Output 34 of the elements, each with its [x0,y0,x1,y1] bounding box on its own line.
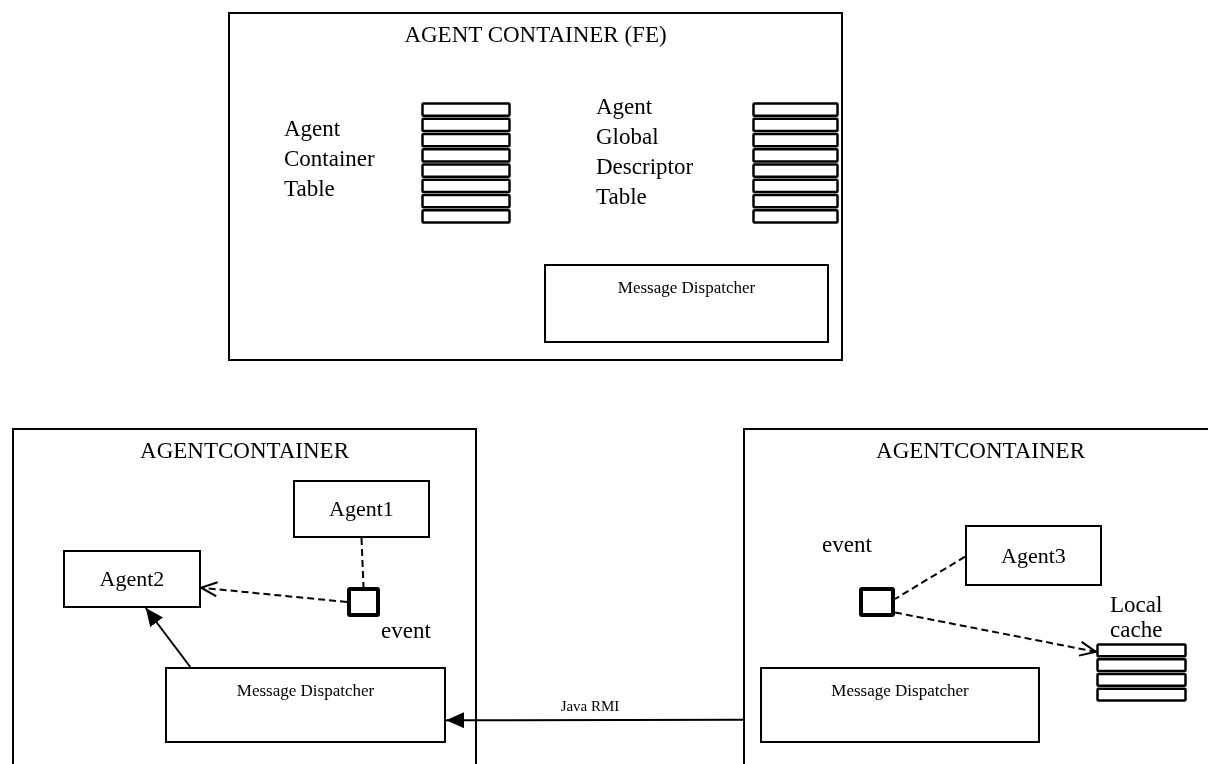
container-box [12,428,477,764]
agent-box [293,480,430,538]
container-title: AGENTCONTAINER [875,438,1086,464]
table-stack [1096,643,1187,702]
table-label: Agent Container Table [284,115,375,203]
dispatcher-box [760,667,1040,743]
dispatcher-label: Message Dispatcher [236,681,375,700]
agent-box [63,550,201,608]
event-label: event [381,617,431,645]
container-title: AGENT CONTAINER (FE) [403,22,668,48]
event-label: event [822,531,872,559]
agent-label: Agent3 [1001,542,1066,569]
dispatcher-label: Message Dispatcher [831,681,969,700]
agent-box [965,525,1102,586]
table-label: Local cache [1110,592,1163,642]
arrow [445,712,744,729]
dispatcher-label: Message Dispatcher [617,278,756,297]
dispatcher-box [544,264,829,343]
table-stack [421,102,511,224]
event-port [347,587,380,617]
container-box [228,12,843,361]
connector-line [894,555,966,600]
connector-line [360,537,365,588]
container-title: AGENTCONTAINER [139,438,350,464]
table-stack [752,102,839,224]
dispatcher-box [165,667,446,743]
agent-label: Agent1 [329,496,394,522]
event-port [859,587,895,617]
container-box [743,428,1208,764]
table-label: Agent Global Descriptor Table [596,93,694,211]
agent-label: Agent2 [99,566,165,592]
arrow [894,611,1097,657]
arrow [144,607,192,668]
arrow [200,581,348,603]
